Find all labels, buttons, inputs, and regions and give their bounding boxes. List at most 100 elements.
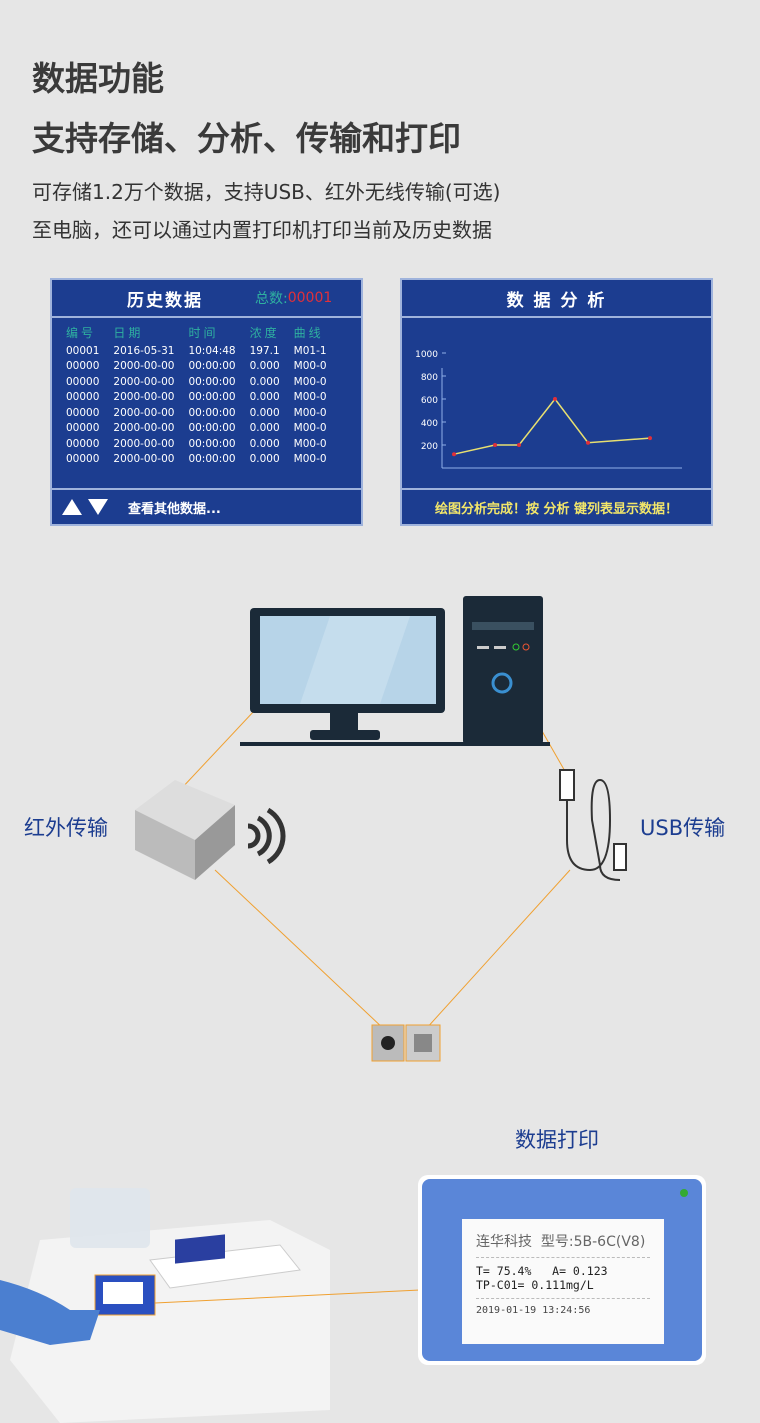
receipt: 连华科技 型号:5B-6C(V8) T= 75.4% A= 0.123 TP-C… [462,1219,664,1344]
arrow-down-icon[interactable] [88,499,108,515]
table-row[interactable]: 00000 2000-00-00 00:00:00 0.000 M00-0 [62,437,337,453]
table-cell: 2016-05-31 [113,344,175,357]
table-cell: 00000 [66,453,100,466]
table-cell: M00-0 [293,437,327,450]
receipt-datetime: 2019-01-19 13:24:56 [476,1305,591,1316]
printer-photo: 连华科技 型号:5B-6C(V8) T= 75.4% A= 0.123 TP-C… [418,1175,706,1365]
data-analysis-panel: 数 据 分 析 200 400 600 800 1000 绘图分析完成！按 分析 键列表… [400,278,713,526]
infrared-label: 红外传输 [24,816,108,840]
table-cell: M00-0 [293,360,327,373]
table-cell: 00000 [66,437,100,450]
table-row[interactable]: 00000 2000-00-00 00:00:00 0.000 M00-0 [62,375,337,391]
table-cell: 197.1 [249,344,280,357]
arrow-up-icon[interactable] [62,499,82,515]
table-cell: 00:00:00 [188,375,236,388]
table-cell: 00000 [66,406,100,419]
instrument-image [0,1188,420,1423]
status-led-icon [680,1189,688,1197]
data-point [553,397,557,401]
table-cell: 00001 [66,344,100,357]
description-line-1: 可存储1.2万个数据，支持USB、红外无线传输(可选) [32,180,501,204]
y-tick-label: 600 [421,396,438,406]
table-cell: 0.000 [249,437,280,450]
table-cell: 00000 [66,422,100,435]
table-row[interactable]: 00001 2016-05-31 10:04:48 197.1 M01-1 [62,344,337,360]
data-point [648,436,652,441]
table-row[interactable]: 00000 2000-00-00 00:00:00 0.000 M00-0 [62,391,337,407]
table-cell: 10:04:48 [188,344,236,357]
print-label: 数据打印 [515,1128,599,1152]
column-header: 曲线 [293,326,324,340]
view-other-data[interactable]: 查看其他数据... [128,501,221,517]
column-header: 编号 [66,326,97,340]
table-cell: 2000-00-00 [113,406,175,419]
table-cell: 2000-00-00 [113,391,175,404]
table-row[interactable]: 00000 2000-00-00 00:00:00 0.000 M00-0 [62,422,337,438]
table-cell: 0.000 [249,406,280,419]
table-cell: 0.000 [249,453,280,466]
pc-tower-icon [463,596,543,744]
table-cell: 00:00:00 [188,406,236,419]
table-cell: 2000-00-00 [113,422,175,435]
monitor-icon [240,608,550,746]
table-cell: M00-0 [293,391,327,404]
table-cell: 00:00:00 [188,437,236,450]
data-line [453,397,651,455]
section-subtitle: 支持存储、分析、传输和打印 [32,119,461,158]
table-cell: 0.000 [249,422,280,435]
table-row[interactable]: 00000 2000-00-00 00:00:00 0.000 M00-0 [62,406,337,422]
table-cell: M00-0 [293,453,327,466]
table-cell: M00-0 [293,406,327,419]
column-header: 浓度 [249,326,280,340]
receipt-line-2: TP-C01= 0.111mg/L [476,1278,594,1292]
column-header: 日期 [113,326,144,340]
column-header: 时间 [188,326,219,340]
table-cell: 0.000 [249,391,280,404]
table-cell: 00000 [66,375,100,388]
data-point [452,452,456,457]
y-tick-label: 1000 [415,350,438,360]
table-row[interactable]: 00000 2000-00-00 00:00:00 0.000 M00-0 [62,453,337,469]
table-cell: 2000-00-00 [113,437,175,450]
usb-label: USB传输 [640,816,726,840]
usb-cable-icon [559,769,627,881]
data-point [517,443,521,447]
table-cell: 00:00:00 [188,453,236,466]
data-point [493,443,497,447]
table-cell: M00-0 [293,375,327,388]
table-cell: 2000-00-00 [113,453,175,466]
table-cell: 0.000 [249,360,280,373]
receipt-model: 型号:5B-6C(V8) [540,1234,646,1250]
table-cell: M00-0 [293,422,327,435]
table-cell: 0.000 [249,375,280,388]
history-title: 历史数据 [127,290,203,311]
y-tick-label: 200 [421,442,438,452]
analysis-title: 数 据 分 析 [402,280,711,318]
table-cell: 2000-00-00 [113,375,175,388]
table-cell: 2000-00-00 [113,360,175,373]
total-label: 总数: [255,291,288,307]
analysis-chart: 200 400 600 800 1000 [415,350,682,469]
y-tick-label: 800 [421,373,438,383]
wireless-signal-icon [247,807,286,865]
data-point [586,440,590,445]
table-cell: 00000 [66,391,100,404]
table-cell: 00:00:00 [188,391,236,404]
infrared-module-icon [135,780,235,880]
receipt-line-1: T= 75.4% A= 0.123 [476,1264,608,1278]
connection-diagram [135,596,627,1062]
ports-icon [371,1024,441,1062]
table-cell: 00:00:00 [188,360,236,373]
table-cell: M01-1 [293,344,327,357]
y-tick-label: 400 [421,419,438,429]
description-line-2: 至电脑，还可以通过内置打印机打印当前及历史数据 [32,218,492,242]
section-title: 数据功能 [32,59,164,98]
table-cell: 00:00:00 [188,422,236,435]
receipt-brand: 连华科技 [476,1234,532,1250]
total-value: 00001 [287,290,333,306]
analysis-footer: 绘图分析完成！按 分析 键列表显示数据！ [402,488,711,524]
table-cell: 00000 [66,360,100,373]
table-row[interactable]: 00000 2000-00-00 00:00:00 0.000 M00-0 [62,360,337,376]
